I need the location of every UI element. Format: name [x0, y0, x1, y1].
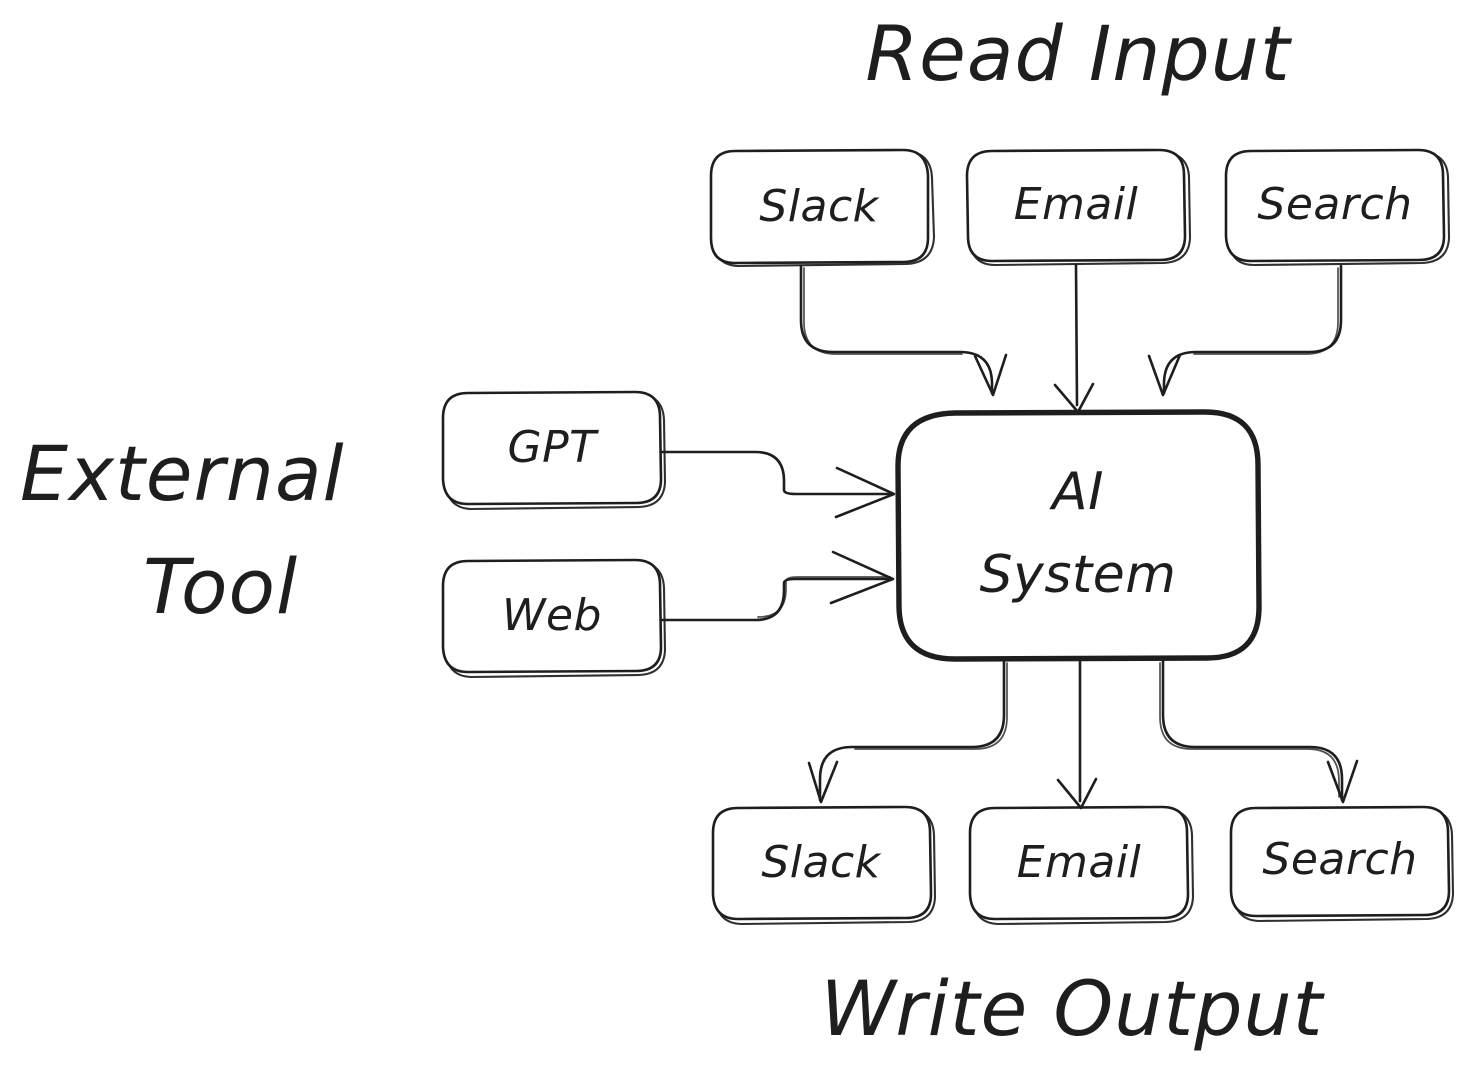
node-output-slack-label: Slack [761, 837, 881, 888]
node-ai-system-label-line2: System [980, 545, 1177, 605]
node-output-email-label: Email [1017, 837, 1142, 888]
node-output-search-label: Search [1262, 834, 1417, 885]
section-label-external-tool-line1: External [20, 429, 345, 518]
section-label-write-output: Write Output [821, 964, 1326, 1053]
node-output-email[interactable]: Email [968, 805, 1195, 926]
section-label-external-tool-line2: Tool [143, 542, 298, 631]
node-output-slack[interactable]: Slack [711, 805, 937, 926]
node-tool-gpt-label: GPT [507, 422, 599, 473]
connector-input-slack-to-ai [799, 264, 1008, 397]
node-input-email-label: Email [1014, 179, 1139, 230]
node-ai-system[interactable]: AI System [895, 409, 1262, 662]
connector-ai-to-output-search [1159, 659, 1359, 804]
connector-ai-to-output-email [1056, 659, 1098, 810]
node-input-search-label: Search [1257, 179, 1412, 230]
node-input-slack[interactable]: Slack [709, 148, 936, 268]
connector-input-email-to-ai [1053, 263, 1095, 414]
node-input-slack-label: Slack [759, 181, 879, 232]
node-tool-web[interactable]: Web [441, 558, 667, 679]
connector-input-search-to-ai [1147, 264, 1343, 397]
node-tool-gpt[interactable]: GPT [441, 390, 667, 511]
node-input-search[interactable]: Search [1224, 148, 1451, 267]
node-input-email[interactable]: Email [965, 148, 1192, 267]
node-tool-web-label: Web [502, 590, 602, 641]
node-ai-system-label-line1: AI [1049, 462, 1104, 522]
connector-web-to-ai [660, 550, 895, 622]
connector-gpt-to-ai [660, 450, 896, 519]
connector-ai-to-output-slack [807, 659, 1008, 804]
node-output-search[interactable]: Search [1229, 805, 1455, 923]
section-label-read-input: Read Input [865, 9, 1293, 98]
